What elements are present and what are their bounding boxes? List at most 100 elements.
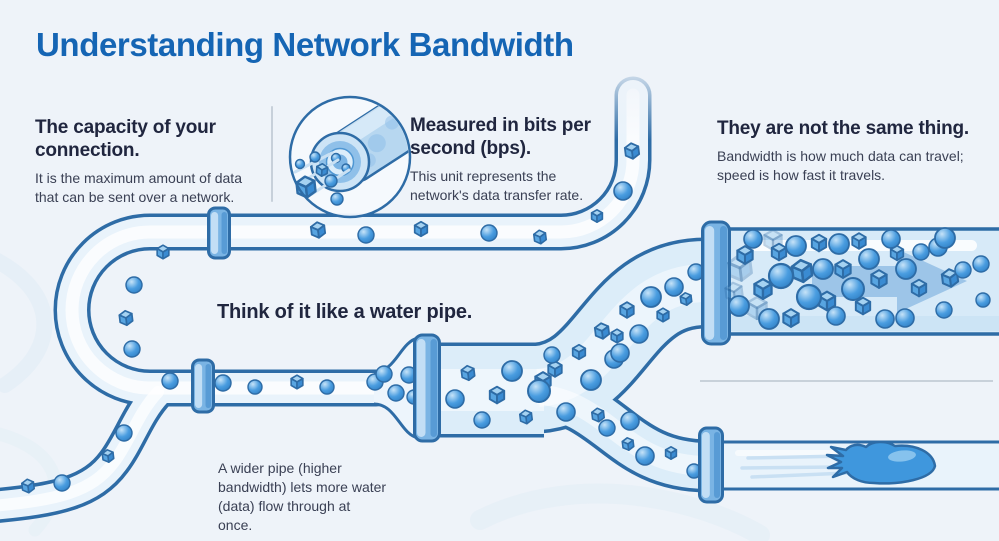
analogy-heading: Think of it like a water pipe. — [217, 301, 473, 323]
pipe-coupler — [413, 333, 441, 443]
data-cube-icon — [770, 242, 788, 262]
data-droplet-icon — [480, 224, 498, 242]
data-droplet-icon — [375, 365, 393, 383]
data-droplet-icon — [319, 379, 335, 395]
data-droplet-icon — [294, 158, 306, 170]
data-droplet-icon — [640, 286, 662, 308]
data-droplet-icon — [954, 261, 972, 279]
data-droplet-icon — [598, 419, 616, 437]
data-droplet-icon — [767, 262, 795, 290]
data-droplet-icon — [580, 369, 602, 391]
data-cube-icon — [763, 228, 783, 252]
data-droplet-icon — [812, 258, 834, 280]
data-droplet-icon — [387, 384, 405, 402]
data-cube-icon — [623, 142, 641, 160]
data-droplet-icon — [935, 301, 953, 319]
data-droplet-icon — [610, 343, 630, 363]
data-droplet-icon — [330, 192, 344, 206]
data-droplet-icon — [214, 374, 232, 392]
data-droplet-icon — [501, 360, 523, 382]
data-cube-icon — [851, 232, 867, 250]
data-cube-icon — [532, 229, 548, 245]
difference-body: Bandwidth is how much data can travel; s… — [717, 148, 964, 183]
data-droplet-icon — [629, 324, 649, 344]
data-droplet-icon — [527, 379, 551, 403]
data-droplet-icon — [664, 277, 684, 297]
section-divider — [271, 106, 273, 202]
data-cube-icon — [679, 292, 693, 306]
data-cube-icon — [854, 296, 872, 316]
data-cube-icon — [518, 409, 534, 425]
data-droplet-icon — [473, 411, 491, 429]
data-cube-icon — [810, 233, 828, 253]
difference-heading: They are not the same thing. — [717, 118, 970, 139]
data-cube-icon — [753, 277, 773, 301]
data-cube-icon — [590, 208, 604, 224]
data-cube-icon — [413, 220, 429, 238]
data-droplet-icon — [795, 283, 823, 311]
data-cube-icon — [309, 221, 327, 239]
data-droplet-icon — [881, 229, 901, 249]
data-cube-icon — [547, 360, 563, 378]
measured-body: This unit represents the network's data … — [410, 168, 584, 204]
capacity-section: The capacity of your connection. It is t… — [35, 116, 257, 207]
bandwidth-pipe-contents — [724, 227, 991, 330]
data-droplet-icon — [875, 309, 895, 329]
data-droplet-icon — [912, 243, 930, 261]
data-cube-icon — [870, 269, 888, 289]
wider-pipe-caption: A wider pipe (higher bandwidth) lets mor… — [218, 460, 387, 534]
data-droplet-icon — [828, 233, 850, 255]
data-droplet-icon — [826, 306, 846, 326]
data-droplet-icon — [613, 181, 633, 201]
data-droplet-icon — [53, 474, 71, 492]
data-cube-icon — [290, 374, 304, 390]
measured-section: Measured in bits per second (bps). This … — [410, 114, 602, 205]
pipe-coupler — [698, 426, 724, 504]
data-droplet-icon — [895, 258, 917, 280]
measured-heading: Measured in bits per second (bps). — [410, 115, 591, 160]
data-droplet-icon — [123, 340, 141, 358]
data-droplet-icon — [115, 424, 133, 442]
data-cube-icon — [619, 301, 635, 319]
data-droplet-icon — [972, 255, 990, 273]
data-droplet-icon — [934, 227, 956, 249]
data-droplet-icon — [728, 295, 750, 317]
data-cube-icon — [460, 364, 476, 382]
data-cube-icon — [940, 268, 960, 288]
pipe-coupler — [191, 358, 215, 414]
data-droplet-icon — [620, 411, 640, 431]
data-cube-icon — [118, 309, 134, 327]
data-cube-icon — [656, 307, 670, 323]
data-cube-icon — [910, 278, 928, 298]
data-cube-icon — [736, 245, 754, 265]
water-comet-icon — [740, 440, 937, 485]
data-cube-icon — [590, 407, 606, 423]
data-cube-icon — [593, 322, 611, 340]
difference-section: They are not the same thing. Bandwidth i… — [717, 117, 987, 185]
data-droplet-icon — [161, 372, 179, 390]
data-droplet-icon — [975, 292, 991, 308]
data-droplet-icon — [841, 277, 865, 301]
data-droplet-icon — [125, 276, 143, 294]
data-droplet-icon — [357, 226, 375, 244]
data-cube-icon — [488, 385, 506, 405]
pipe-coupler — [207, 206, 231, 260]
data-cube-icon — [610, 328, 624, 344]
data-cube-icon — [101, 449, 115, 463]
data-droplet-icon — [556, 402, 576, 422]
data-cube-icon — [834, 259, 852, 279]
data-cube-icon — [156, 244, 170, 260]
data-droplet-icon — [445, 389, 465, 409]
data-droplet-icon — [635, 446, 655, 466]
pipe-coupler — [701, 220, 731, 346]
capacity-body: It is the maximum amount of data that ca… — [35, 170, 242, 206]
data-cube-icon — [889, 244, 905, 262]
data-droplet-icon — [309, 151, 321, 163]
data-cube-icon — [20, 478, 36, 494]
data-cube-icon — [621, 437, 635, 451]
data-droplet-icon — [247, 379, 263, 395]
data-cube-icon — [571, 343, 587, 361]
capacity-heading: The capacity of your connection. — [35, 117, 216, 162]
